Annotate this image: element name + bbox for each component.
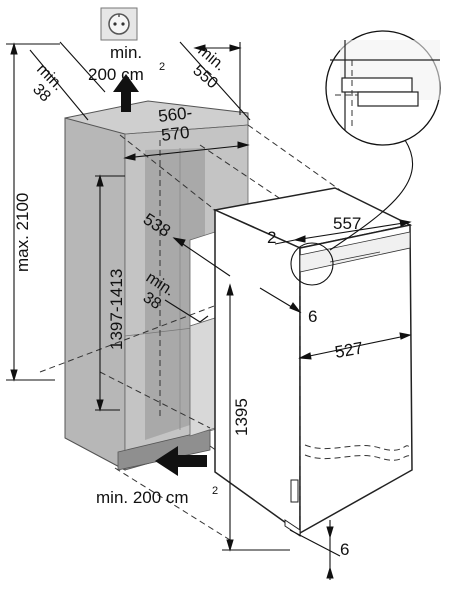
label-vent-bottom: min. 200 cm	[96, 488, 189, 507]
label-width-570: 570	[160, 123, 190, 145]
cabinet-niche	[64, 100, 249, 471]
label-vent-top-sup: 2	[159, 61, 165, 73]
appliance	[212, 187, 413, 537]
airflow-arrow-icon	[113, 74, 139, 112]
label-527: 527	[333, 338, 364, 362]
label-6-mid: 6	[308, 307, 317, 326]
label-vent-top-a: min.	[110, 43, 142, 62]
label-width-560: 560-	[157, 103, 193, 126]
detail-callout	[290, 30, 441, 286]
airflow-arrow-icon	[155, 446, 207, 476]
label-vent-top-b: 200 cm	[88, 65, 144, 84]
socket-icon	[100, 7, 138, 41]
label-557: 557	[333, 214, 361, 233]
label-niche-height: 1397-1413	[107, 269, 126, 350]
label-vent-bottom-sup: 2	[212, 485, 218, 497]
label-6-bottom: 6	[340, 540, 349, 559]
dimension-lines	[6, 41, 412, 580]
label-2: 2	[267, 228, 276, 247]
label-1395: 1395	[232, 398, 251, 436]
detail-inset	[330, 40, 440, 130]
label-max-2100: max. 2100	[13, 193, 32, 272]
